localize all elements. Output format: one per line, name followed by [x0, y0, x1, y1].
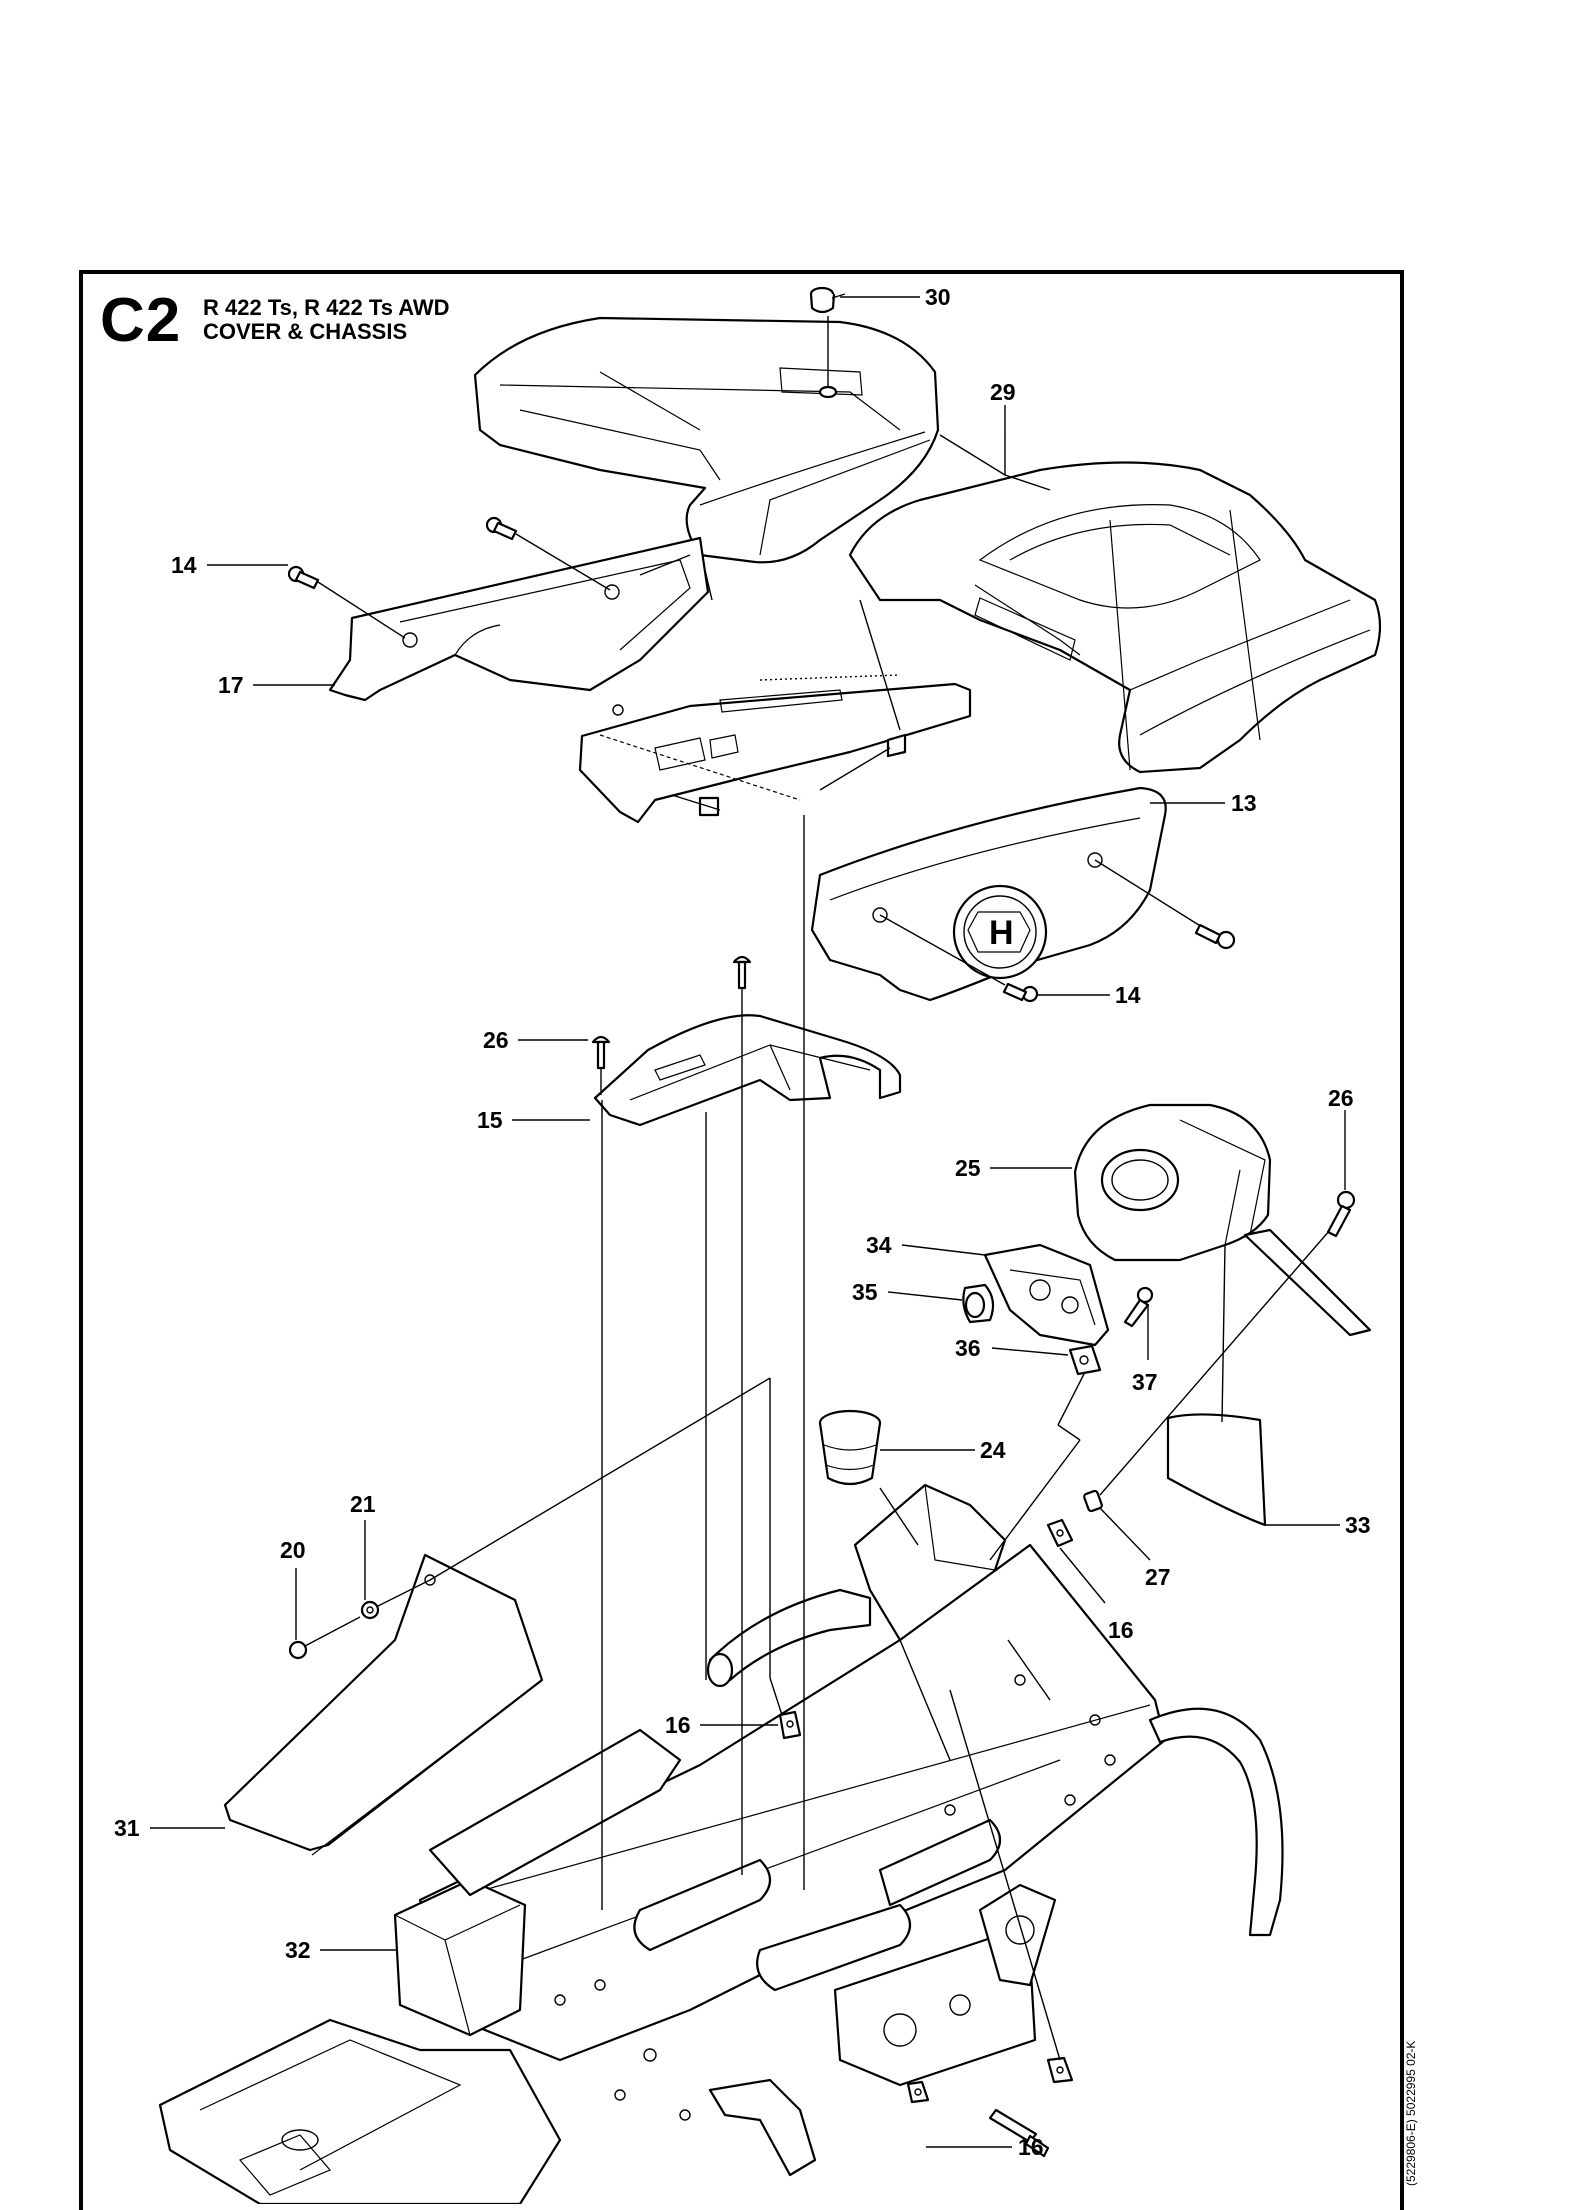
svg-text:14: 14 — [1115, 982, 1141, 1008]
svg-text:33: 33 — [1345, 1512, 1371, 1538]
callout-34: 34 — [866, 1232, 986, 1258]
callout-14-a: 14 — [171, 552, 288, 578]
svg-text:16: 16 — [1108, 1617, 1134, 1643]
callout-21: 21 — [350, 1491, 376, 1600]
part-14-screw-b — [485, 516, 611, 591]
callout-16-c: 16 — [926, 2134, 1044, 2160]
part-16-nut-a — [1046, 1518, 1074, 1548]
callout-35: 35 — [852, 1279, 963, 1305]
part-29-hood-front — [473, 316, 940, 564]
svg-text:13: 13 — [1231, 790, 1257, 816]
svg-text:21: 21 — [350, 1491, 376, 1517]
svg-text:27: 27 — [1145, 1564, 1171, 1590]
part-26-screw-c — [1326, 1190, 1356, 1238]
callout-13: 13 — [1150, 790, 1257, 816]
part-35-bulb — [962, 1283, 995, 1324]
callout-36: 36 — [955, 1335, 1069, 1361]
callout-26-a: 26 — [483, 1027, 588, 1053]
part-26-screw-a — [732, 955, 752, 1030]
callout-33: 33 — [1265, 1512, 1371, 1538]
part-14-screw-a — [287, 565, 406, 639]
callout-30: 30 — [840, 284, 951, 310]
svg-text:25: 25 — [955, 1155, 981, 1181]
part-30-knob — [809, 286, 846, 399]
part-34-light-housing — [983, 1243, 1110, 1347]
svg-text:16: 16 — [665, 1712, 691, 1738]
bolt-rear — [988, 2108, 1050, 2158]
svg-text:26: 26 — [483, 1027, 509, 1053]
svg-text:20: 20 — [280, 1537, 306, 1563]
part-26-screw-b — [591, 1035, 611, 1095]
svg-text:34: 34 — [866, 1232, 892, 1258]
section-title: COVER & CHASSIS — [203, 319, 408, 344]
callout-26-b: 26 — [1328, 1085, 1354, 1190]
svg-text:35: 35 — [852, 1279, 878, 1305]
part-16-nut-c — [906, 2080, 930, 2104]
diagram-frame — [79, 270, 1404, 2210]
dash-bracket — [578, 674, 972, 824]
part-29-hood-rear — [848, 461, 1382, 774]
part-32-chassis-frame — [158, 1483, 1284, 2204]
callouts: 30 29 14 17 13 14 — [114, 284, 1371, 2160]
svg-text:14: 14 — [171, 552, 197, 578]
svg-text:H: H — [989, 914, 1014, 952]
part-36-clip — [1068, 1344, 1102, 1376]
svg-text:30: 30 — [925, 284, 951, 310]
part-21-washer — [360, 1579, 431, 1620]
callout-29: 29 — [939, 379, 1051, 491]
part-27-spacer — [1083, 1489, 1103, 1513]
part-20-screw — [288, 1616, 361, 1660]
section-code: C2 — [100, 286, 182, 355]
part-25-dash-pod — [1073, 1103, 1372, 1337]
part-15-steering-shroud — [593, 1014, 902, 1127]
leader-plate-to-column — [429, 1377, 771, 1581]
part-33-decal — [1166, 1413, 1267, 1527]
part-16-nut-d — [1046, 2056, 1074, 2084]
callout-20: 20 — [280, 1537, 306, 1640]
svg-text:17: 17 — [218, 672, 244, 698]
part-37-screw — [1123, 1286, 1154, 1360]
model-line: R 422 Ts, R 422 Ts AWD — [203, 295, 450, 320]
part-13-dash-cover: H — [810, 786, 1167, 1002]
svg-text:24: 24 — [980, 1437, 1006, 1463]
part-31-floor-plate — [223, 1553, 544, 1856]
part-14-screw-c — [1094, 859, 1236, 950]
svg-text:32: 32 — [285, 1937, 311, 1963]
callout-27: 27 — [1099, 1507, 1171, 1590]
svg-text:26: 26 — [1328, 1085, 1354, 1111]
callout-37: 37 — [1132, 1369, 1158, 1395]
part-14-screw-d — [879, 914, 1039, 1003]
callout-31: 31 — [114, 1815, 225, 1841]
diagram-title: R 422 Ts, R 422 Ts AWD COVER & CHASSIS — [203, 296, 450, 344]
assembly-leader-lines — [601, 554, 1331, 2061]
part-16-nut-b — [778, 1710, 802, 1740]
callout-16-b: 16 — [665, 1712, 778, 1738]
callout-24: 24 — [880, 1437, 1006, 1463]
svg-text:29: 29 — [990, 379, 1016, 405]
svg-text:31: 31 — [114, 1815, 140, 1841]
svg-text:16: 16 — [1018, 2134, 1044, 2160]
callout-17: 17 — [218, 672, 335, 698]
svg-text:15: 15 — [477, 1107, 503, 1133]
part-24-column-boot — [818, 1409, 882, 1486]
callout-25: 25 — [955, 1155, 1072, 1181]
svg-text:36: 36 — [955, 1335, 981, 1361]
callout-16-a: 16 — [1059, 1547, 1134, 1643]
callout-14-b: 14 — [1038, 982, 1141, 1008]
svg-text:37: 37 — [1132, 1369, 1158, 1395]
part-17-side-panel — [328, 536, 710, 702]
callout-32: 32 — [285, 1937, 398, 1963]
callout-15: 15 — [477, 1107, 590, 1133]
